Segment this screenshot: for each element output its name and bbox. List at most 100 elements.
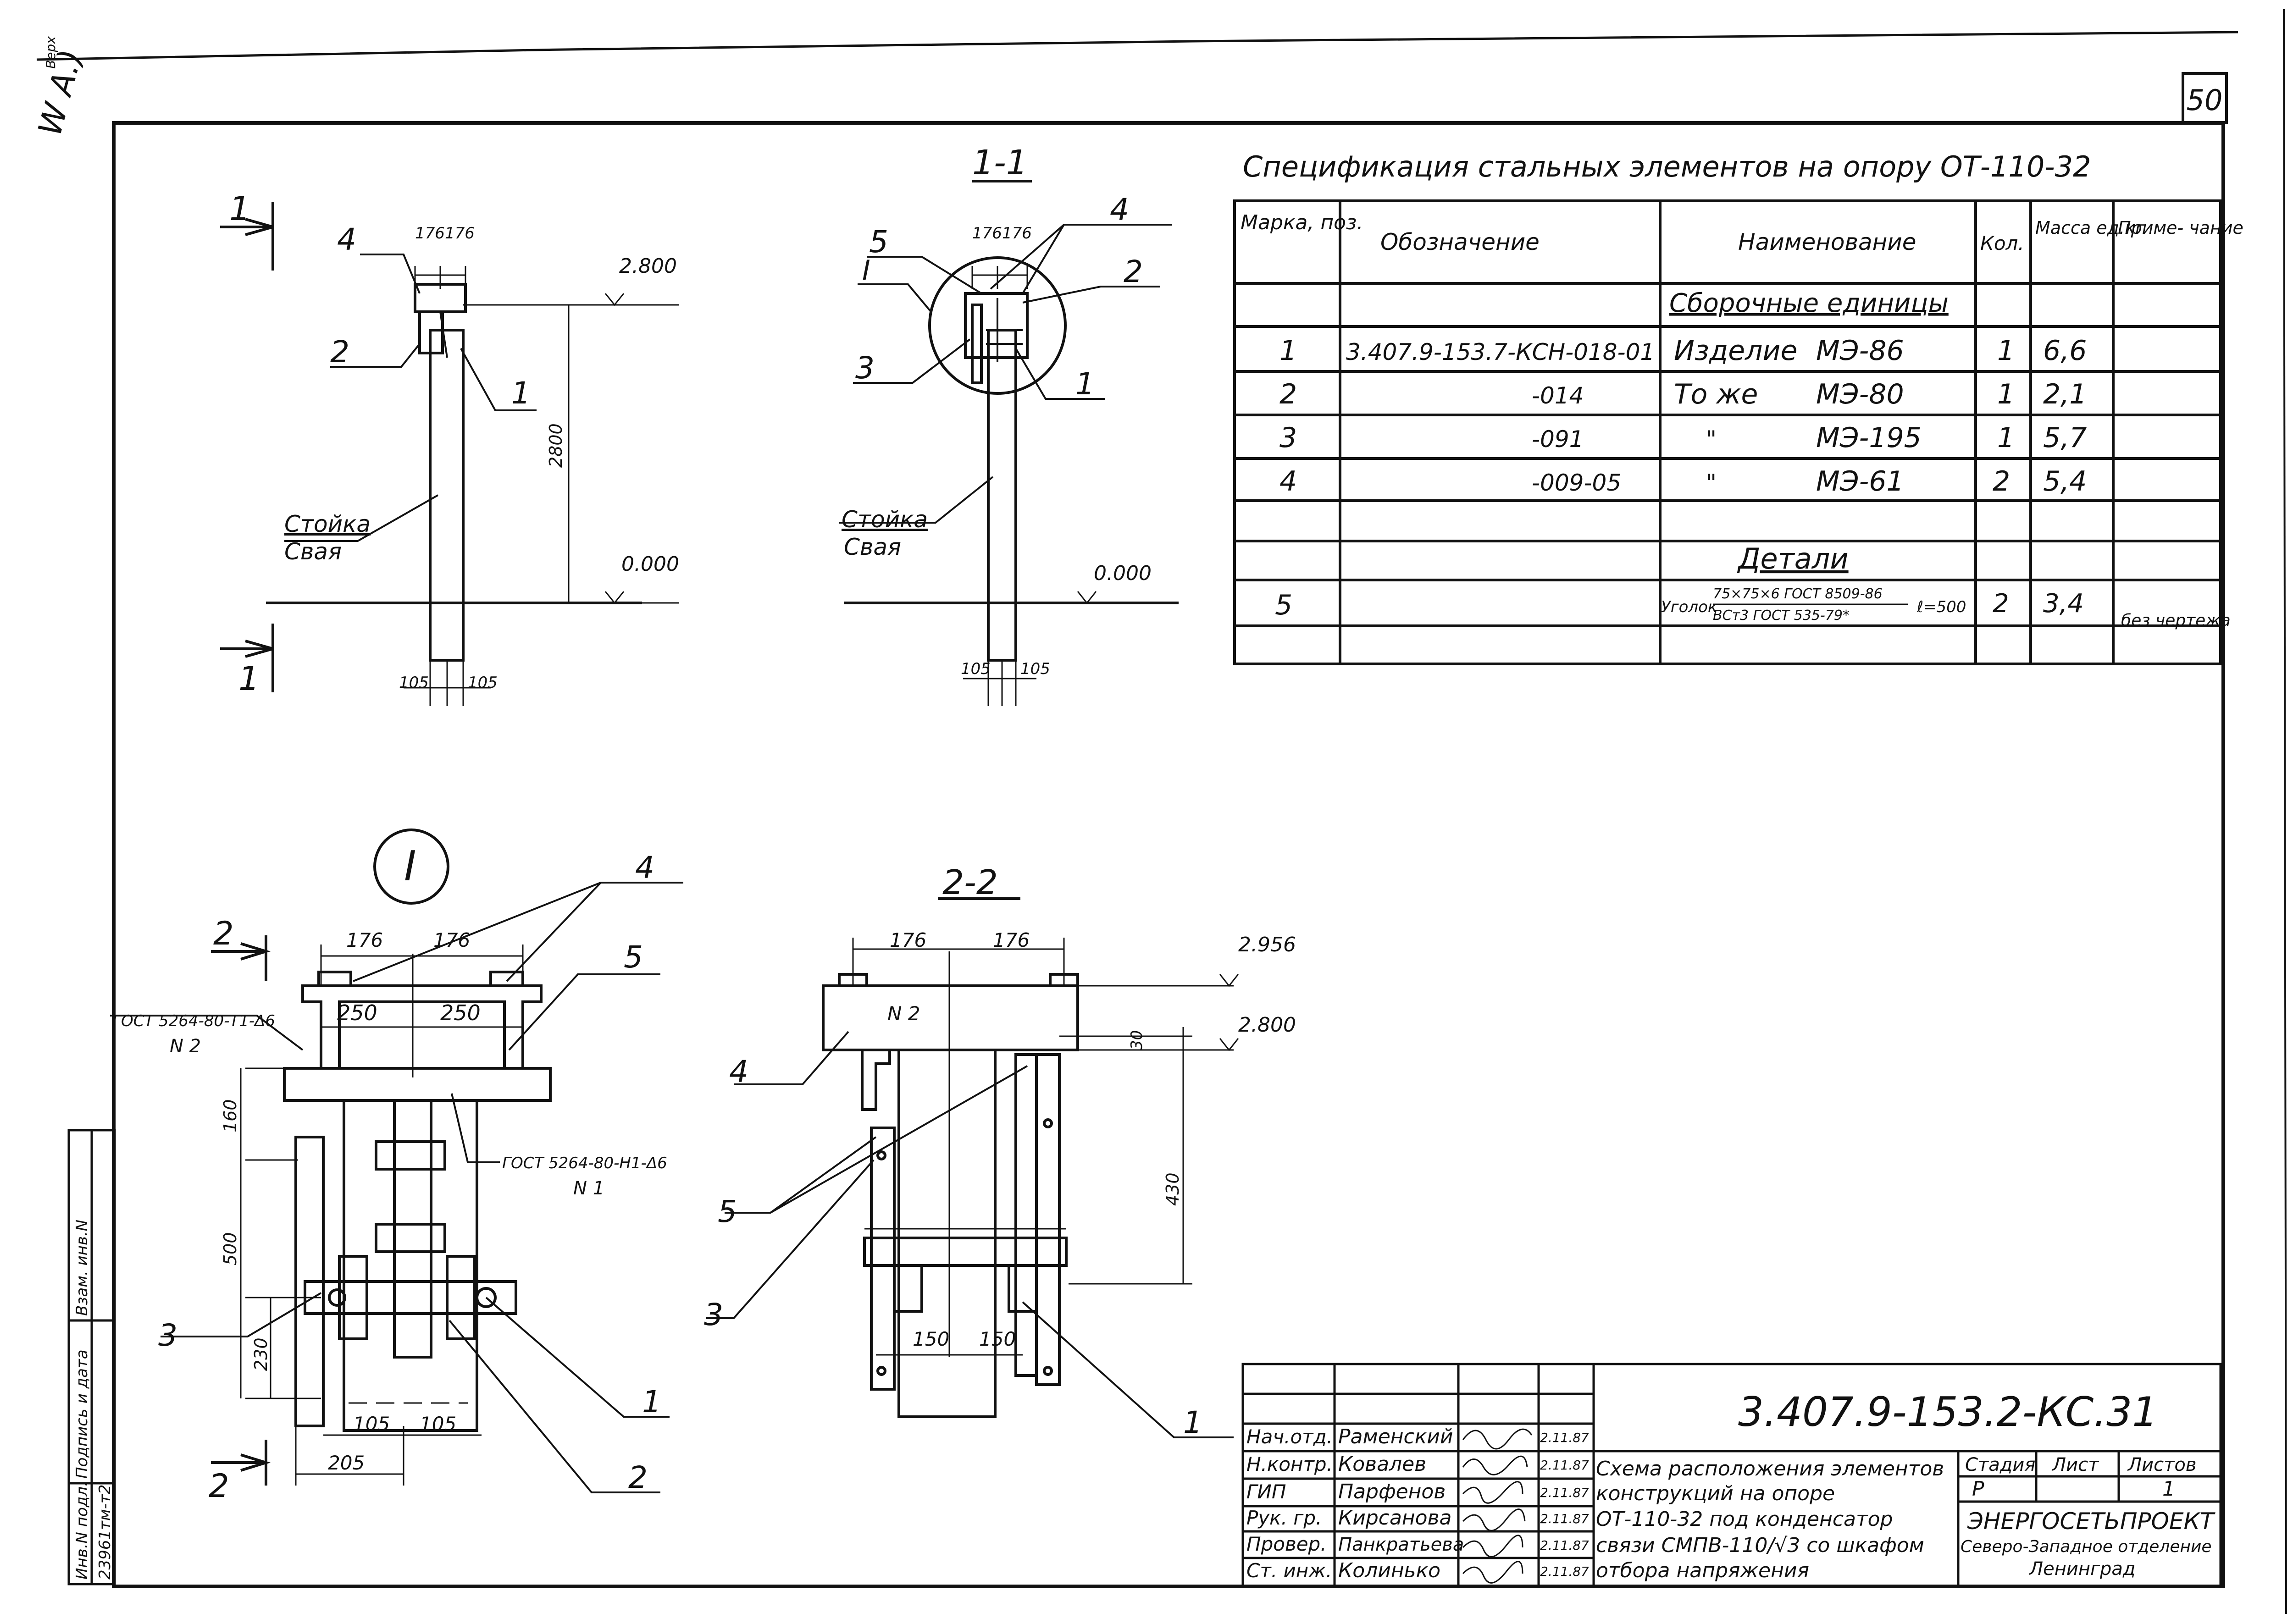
stamp-inv-value: 23961тм-т2 (96, 1485, 114, 1580)
row-mark: 3 (1279, 422, 1297, 454)
hdr-mass: Масса ед.кг (2035, 218, 2145, 238)
name: Парфенов (1338, 1480, 1446, 1503)
detail-name-lead: Уголок (1661, 598, 1717, 616)
spec-detail-row: 5 Уголок 75×75×6 ГОСТ 8509-86 ВСт3 ГОСТ … (1275, 586, 2231, 630)
dim-250-right: 250 (440, 1000, 481, 1025)
row-qty: 1 (1997, 378, 2015, 410)
spec-row: 1 3.407.9-153.7-КСН-018-01 Изделие МЭ-86… (1279, 335, 2087, 367)
spec-title: Спецификация стальных элементов на опору… (1243, 150, 2091, 183)
date: 2.11.87 (1540, 1485, 1589, 1500)
role: Рук. гр. (1246, 1507, 1322, 1529)
row-designation: -091 (1532, 426, 1584, 453)
hdr-note: Приме- чание (2118, 218, 2243, 238)
dim-176-left: 176 (346, 929, 383, 951)
sheet-number-box (2182, 72, 2228, 124)
section-assemblies: Сборочные единицы (1669, 288, 1949, 318)
role: Н.контр. (1246, 1453, 1333, 1475)
dim-176-right: 176 (433, 929, 470, 951)
stage-value: Р (1972, 1477, 1984, 1501)
callout-2: 2 (1124, 254, 1143, 289)
row-name-a: " (1706, 426, 1717, 453)
callout-4: 4 (1110, 192, 1129, 227)
view-section-2-2: 2-2 176 176 2.956 2.800 30 430 N 2 150 1… (704, 863, 1296, 1440)
row-mass: 3,4 (2043, 589, 2084, 619)
view-front-elevation: 1 1 176 176 105 105 2800 2.800 0.000 Сто… (220, 189, 679, 706)
row-qty: 1 (1997, 335, 2015, 367)
dim-176-right: 176 (1002, 224, 1032, 243)
row-name-b: МЭ-61 (1816, 465, 1904, 497)
spec-row: 4 -009-05 " МЭ-61 2 5,4 (1279, 465, 2087, 497)
title-block: 3.407.9-153.2-КС.31 Нач.отд. Н.контр. ГИ… (1241, 1363, 2222, 1588)
callout-5: 5 (624, 939, 643, 975)
dim-176-left: 176 (890, 929, 926, 951)
label-pile: Свая (284, 538, 342, 565)
description: Схема расположения элементов конструкций… (1596, 1457, 1944, 1582)
row-name-a: " (1706, 470, 1717, 496)
row-designation: 3.407.9-153.7-КСН-018-01 (1346, 339, 1655, 365)
callout-4: 4 (635, 850, 654, 885)
view-title-2-2: 2-2 (942, 863, 998, 902)
desc-line: связи СМПВ-110/√3 со шкафом (1596, 1534, 1924, 1557)
hdr-mark: Марка, поз. (1241, 211, 1363, 234)
callout-2: 2 (628, 1460, 648, 1495)
org-city: Ленинград (2028, 1558, 2136, 1580)
sheets-value: 1 (2162, 1477, 2175, 1501)
date: 2.11.87 (1540, 1458, 1589, 1473)
hdr-name: Наименование (1738, 229, 1916, 255)
callout-I: I (862, 254, 870, 287)
label-pile: Свая (844, 534, 901, 560)
dim-105-left: 105 (399, 674, 429, 692)
row-qty: 1 (1997, 422, 2015, 454)
level-0000: 0.000 (1094, 562, 1152, 585)
role: Ст. инж. (1246, 1559, 1332, 1582)
dim-176-right: 176 (993, 929, 1030, 951)
hdr-qty: Кол. (1980, 232, 2024, 254)
section-details: Детали (1737, 542, 1849, 575)
detail-name-len: ℓ=500 (1916, 598, 1966, 616)
weld-note-1: ГОСТ 5264-80-Т1-Δ6 (112, 1012, 275, 1030)
detail-name-bottom: ВСт3 ГОСТ 535-79* (1713, 608, 1850, 624)
dim-30: 30 (1128, 1030, 1146, 1050)
name: Кирсанова (1338, 1506, 1452, 1530)
hdr-designation: Обозначение (1380, 229, 1540, 255)
weld-note-1-n: N 2 (170, 1036, 201, 1057)
row-name-b: МЭ-80 (1816, 378, 1904, 410)
dim-2800: 2800 (546, 423, 566, 468)
callout-3: 3 (704, 1297, 723, 1332)
dim-105-right: 105 (1020, 660, 1050, 678)
desc-line: отбора напряжения (1596, 1559, 1809, 1582)
dim-430: 430 (1163, 1172, 1183, 1206)
row-mass: 5,7 (2043, 422, 2087, 454)
name: Ковалев (1338, 1453, 1426, 1476)
dim-105-right: 105 (420, 1413, 456, 1435)
spec-row: 2 -014 То же МЭ-80 1 2,1 (1279, 378, 2087, 410)
callout-1: 1 (1075, 366, 1095, 402)
weld-note-2: ГОСТ 5264-80-Н1-Δ6 (502, 1154, 667, 1172)
row-qty: 2 (1993, 465, 2010, 497)
name: Панкратьева (1338, 1534, 1464, 1555)
callout-5: 5 (718, 1194, 737, 1229)
dim-176-left: 176 (972, 224, 1002, 243)
row-note: без чертежа (2121, 611, 2231, 630)
section-mark-2-bottom: 2 (209, 1467, 229, 1505)
date: 2.11.87 (1540, 1538, 1589, 1553)
callout-1: 1 (1183, 1405, 1202, 1440)
desc-line: конструкций на опоре (1596, 1482, 1835, 1505)
top-edge-line (36, 31, 2238, 61)
row-mass: 2,1 (2043, 378, 2087, 410)
dim-105-right: 105 (468, 674, 498, 692)
row-mass: 5,4 (2043, 465, 2087, 497)
weld-n2: N 2 (887, 1002, 920, 1025)
dim-160: 160 (220, 1099, 240, 1132)
dim-250-left: 250 (337, 1000, 377, 1025)
level-2956: 2.956 (1238, 933, 1296, 956)
row-mark: 2 (1279, 378, 1297, 410)
detail-name-top: 75×75×6 ГОСТ 8509-86 (1713, 586, 1883, 602)
dim-150-right: 150 (979, 1328, 1016, 1350)
signatures: Нач.отд. Н.контр. ГИП Рук. гр. Провер. С… (1246, 1425, 1589, 1584)
callout-4: 4 (729, 1054, 748, 1089)
dim-176-left: 176 (415, 224, 445, 243)
signature-scribbles (1462, 1428, 1533, 1584)
sheet-number: 50 (2187, 83, 2223, 117)
